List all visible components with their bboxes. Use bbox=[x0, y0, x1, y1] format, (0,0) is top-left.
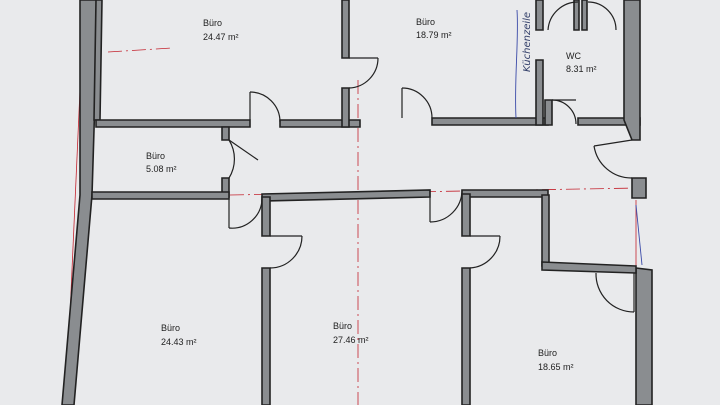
wall-v-1-2-top bbox=[341, 0, 350, 59]
wall-h-top-left bbox=[95, 119, 251, 128]
room-area-buero-4: 24.43 m² bbox=[161, 337, 197, 347]
wall-right-stub bbox=[631, 177, 647, 199]
room-labels: Büro 24.47 m² Büro 18.79 m² WC 8.31 m² B… bbox=[146, 12, 597, 372]
wall-v-1-2-bottom bbox=[341, 87, 350, 128]
wall-upper-left bbox=[93, 0, 103, 121]
wall-v-4-5-top bbox=[261, 196, 271, 237]
wall-v-4-5 bbox=[261, 267, 271, 405]
wall-v-wc-top bbox=[535, 0, 544, 31]
wall-h-top-right bbox=[431, 117, 549, 126]
walls bbox=[61, 0, 653, 405]
room-area-buero-3: 5.08 m² bbox=[146, 164, 177, 174]
room-name-buero-5: Büro bbox=[333, 321, 352, 331]
room-name-buero-3: Büro bbox=[146, 151, 165, 161]
room-area-buero-5: 27.46 m² bbox=[333, 335, 369, 345]
room-name-buero-2: Büro bbox=[416, 17, 435, 27]
wall-h-corridor-right bbox=[461, 189, 549, 198]
wall-v-6-inner bbox=[541, 194, 550, 267]
wall-wc-top-a bbox=[573, 0, 580, 31]
wall-exterior-right-top bbox=[623, 0, 641, 141]
room-name-buero-1: Büro bbox=[203, 18, 222, 28]
wall-v-5-6-top bbox=[461, 193, 471, 237]
room-area-buero-1: 24.47 m² bbox=[203, 32, 239, 42]
wall-v-5-6 bbox=[461, 267, 471, 405]
room-area-wc: 8.31 m² bbox=[566, 64, 597, 74]
wall-h-5-bottom bbox=[91, 191, 230, 200]
room-area-buero-2: 18.79 m² bbox=[416, 30, 452, 40]
room-area-buero-6: 18.65 m² bbox=[538, 362, 574, 372]
room-name-buero-6: Büro bbox=[538, 348, 557, 358]
wall-h-top-mid bbox=[279, 119, 361, 128]
room-name-buero-4: Büro bbox=[161, 323, 180, 333]
doors bbox=[228, 1, 635, 313]
wall-h-6-inner bbox=[541, 261, 637, 274]
wall-exterior-left bbox=[61, 0, 99, 405]
wall-v-wc-door bbox=[544, 99, 553, 126]
pen-markings bbox=[515, 9, 643, 266]
handwritten-kuechenzeile: Küchenzeile bbox=[522, 12, 533, 72]
wall-5-top bbox=[221, 126, 230, 141]
room-name-wc: WC bbox=[566, 51, 581, 61]
wall-exterior-right-bottom bbox=[635, 267, 653, 405]
wall-wc-top-b bbox=[581, 0, 588, 31]
wall-v-wc-mid bbox=[535, 59, 544, 126]
